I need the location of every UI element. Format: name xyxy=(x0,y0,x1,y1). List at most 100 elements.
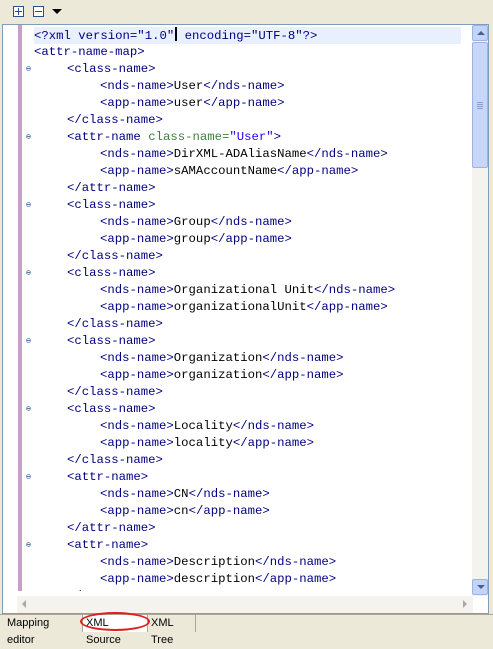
xml-value-token: "User" xyxy=(229,130,274,144)
code-line[interactable]: <app-name>user</app-name> xyxy=(34,95,285,112)
thumb-grip xyxy=(477,108,483,109)
xml-tag-token: <nds-name> xyxy=(100,79,174,93)
code-line[interactable]: <class-name> xyxy=(34,333,156,350)
xml-tag-token: <nds-name> xyxy=(100,215,174,229)
xml-tag-token: <nds-name> xyxy=(100,351,174,365)
code-line[interactable]: </attr-name> xyxy=(34,520,156,537)
xml-tag-token: </app-name> xyxy=(262,368,344,382)
code-line[interactable]: <nds-name>Locality</nds-name> xyxy=(34,418,314,435)
collapse-node-icon[interactable] xyxy=(26,270,31,275)
tab-xml-tree[interactable]: XML Tree xyxy=(148,615,196,646)
xml-tag-token: </attr-name> xyxy=(67,521,156,535)
code-line[interactable]: </class-name> xyxy=(34,248,163,265)
xml-tag-token: <class-name> xyxy=(67,334,156,348)
code-line[interactable]: <nds-name>Organization</nds-name> xyxy=(34,350,344,367)
code-line[interactable]: </class-name> xyxy=(34,316,163,333)
code-line[interactable]: <app-name>cn</app-name> xyxy=(34,503,270,520)
xml-tag-token: <attr-name-map> xyxy=(34,45,145,59)
xml-tag-token: <nds-name> xyxy=(100,487,174,501)
code-line[interactable]: <app-name>locality</app-name> xyxy=(34,435,314,452)
xml-text-token: CN xyxy=(173,487,189,501)
xml-tag-token: <app-name> xyxy=(100,300,174,314)
code-line[interactable]: <attr-name class-name="User"> xyxy=(34,129,281,146)
xml-text-token: Description xyxy=(173,555,255,569)
scroll-up-button[interactable] xyxy=(472,25,488,41)
xml-tag-token: <nds-name> xyxy=(100,147,174,161)
code-line[interactable]: <class-name> xyxy=(34,401,156,418)
code-line[interactable]: <nds-name>Description</nds-name> xyxy=(34,554,336,571)
code-line[interactable]: </attr-name> xyxy=(34,180,156,197)
horizontal-scrollbar[interactable] xyxy=(17,596,473,613)
code-line[interactable]: <attr-name> xyxy=(34,469,148,486)
folding-gutter xyxy=(22,25,34,591)
xml-tag-token: <nds-name> xyxy=(100,283,174,297)
xml-tag-token: <?xml version="1.0" xyxy=(34,29,175,43)
code-line[interactable]: <nds-name>CN</nds-name> xyxy=(34,486,270,503)
xml-tag-token: </nds-name> xyxy=(262,351,344,365)
scroll-down-button[interactable] xyxy=(472,579,488,595)
xml-tag-token: </nds-name> xyxy=(306,147,388,161)
collapse-node-icon[interactable] xyxy=(26,542,31,547)
view-menu-dropdown-icon[interactable] xyxy=(52,9,62,14)
thumb-grip xyxy=(477,102,483,103)
scroll-thumb[interactable] xyxy=(472,42,488,168)
xml-text-token: Organizational Unit xyxy=(173,283,315,297)
tab-mapping-editor[interactable]: Mapping editor xyxy=(4,615,83,646)
code-line[interactable]: <nds-name>User</nds-name> xyxy=(34,78,285,95)
code-line[interactable]: <app-name>sAMAccountName</app-name> xyxy=(34,163,358,180)
code-line[interactable]: <class-name> xyxy=(34,61,156,78)
collapse-node-icon[interactable] xyxy=(26,406,31,411)
xml-tag-token: <app-name> xyxy=(100,572,174,586)
code-line[interactable]: <nds-name>Organizational Unit</nds-name> xyxy=(34,282,395,299)
collapse-all-icon[interactable] xyxy=(33,6,44,17)
code-line[interactable]: <app-name>organization</app-name> xyxy=(34,367,344,384)
xml-tag-token: </attr-name> xyxy=(67,589,156,591)
xml-tag-token: <attr-name> xyxy=(67,470,149,484)
code-line[interactable]: <attr-name> xyxy=(34,537,148,554)
code-area[interactable]: <?xml version="1.0" encoding="UTF-8"?><a… xyxy=(34,27,461,591)
xml-text-token: Organization xyxy=(173,351,263,365)
code-line[interactable]: <app-name>description</app-name> xyxy=(34,571,336,588)
thumb-grip xyxy=(477,106,483,107)
annotation-ruler xyxy=(3,25,17,613)
code-line[interactable]: <app-name>organizationalUnit</app-name> xyxy=(34,299,388,316)
xml-text-token: group xyxy=(173,232,211,246)
collapse-node-icon[interactable] xyxy=(26,338,31,343)
xml-tag-token: <class-name> xyxy=(67,198,156,212)
code-line[interactable]: </class-name> xyxy=(34,112,163,129)
xml-source-editor[interactable]: <?xml version="1.0" encoding="UTF-8"?><a… xyxy=(2,24,489,614)
collapse-node-icon[interactable] xyxy=(26,202,31,207)
xml-text-token: DirXML-ADAliasName xyxy=(173,147,307,161)
xml-text-token: description xyxy=(173,572,255,586)
xml-tag-token: </nds-name> xyxy=(210,215,292,229)
code-line[interactable]: </class-name> xyxy=(34,452,163,469)
xml-tag-token: </nds-name> xyxy=(232,419,315,433)
collapse-node-icon[interactable] xyxy=(26,66,31,71)
xml-text-token: organization xyxy=(173,368,263,382)
xml-text-token: organizationalUnit xyxy=(173,300,307,314)
xml-tag-token: <nds-name> xyxy=(100,419,174,433)
thumb-grip xyxy=(477,104,483,105)
code-line[interactable]: <class-name> xyxy=(34,197,156,214)
vertical-scrollbar[interactable] xyxy=(472,25,488,596)
xml-tag-token: <class-name> xyxy=(67,62,156,76)
xml-tag-token: </app-name> xyxy=(210,232,292,246)
xml-tag-token: <attr-name xyxy=(67,130,149,144)
code-line[interactable]: <class-name> xyxy=(34,265,156,282)
code-line[interactable]: </class-name> xyxy=(34,384,163,401)
code-line[interactable]: <attr-name-map> xyxy=(34,44,145,61)
code-line[interactable]: <nds-name>Group</nds-name> xyxy=(34,214,292,231)
scroll-left-button[interactable] xyxy=(17,596,33,612)
collapse-node-icon[interactable] xyxy=(26,474,31,479)
expand-all-icon[interactable] xyxy=(13,6,24,17)
code-line[interactable]: <nds-name>DirXML-ADAliasName</nds-name> xyxy=(34,146,388,163)
collapse-node-icon[interactable] xyxy=(26,134,31,139)
xml-tag-token: </class-name> xyxy=(67,317,163,331)
tab-xml-source[interactable]: XML Source xyxy=(83,615,148,646)
code-line[interactable]: <app-name>group</app-name> xyxy=(34,231,292,248)
code-line[interactable]: <?xml version="1.0" encoding="UTF-8"?> xyxy=(34,27,461,44)
code-line[interactable]: </attr-name> xyxy=(34,588,156,591)
scroll-right-button[interactable] xyxy=(457,596,473,612)
xml-tag-token: encoding="UTF-8"?> xyxy=(177,29,318,43)
